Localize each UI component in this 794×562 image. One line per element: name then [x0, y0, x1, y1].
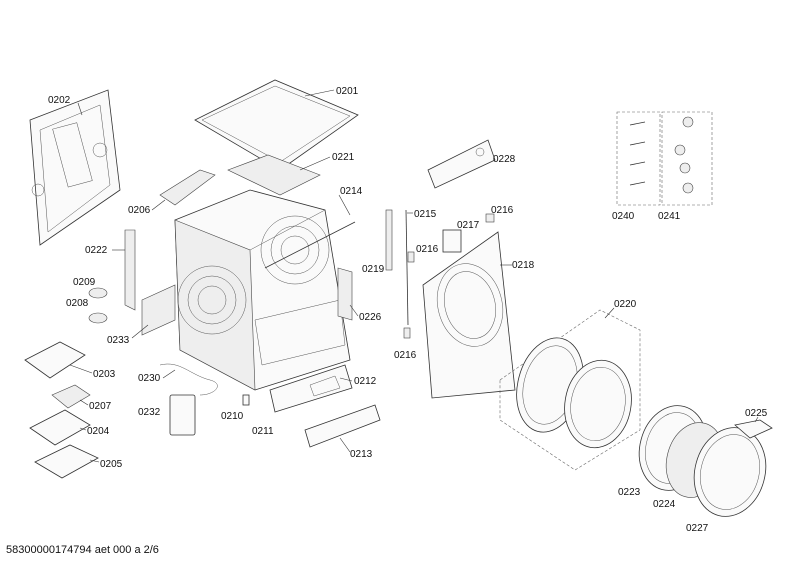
bracket-part[interactable] [159, 169, 216, 206]
control-frame-part[interactable] [269, 364, 353, 413]
top-cover-part[interactable] [194, 79, 359, 171]
label-0209: 0209 [73, 277, 96, 288]
sensor-part[interactable] [385, 209, 393, 271]
foam-pad-part[interactable] [141, 284, 176, 336]
label-0241: 0241 [658, 211, 681, 222]
label-0240: 0240 [612, 211, 635, 222]
side-foam-part[interactable] [337, 267, 353, 321]
label-0224: 0224 [653, 499, 676, 510]
door-handle-part[interactable] [734, 419, 773, 439]
label-0221: 0221 [332, 152, 355, 163]
label-0205: 0205 [100, 459, 123, 470]
label-0210: 0210 [221, 411, 244, 422]
label-0212: 0212 [354, 376, 377, 387]
control-panel-part[interactable] [427, 139, 496, 189]
label-0218: 0218 [512, 260, 535, 271]
fitting-kit-outline [661, 111, 713, 206]
label-0207: 0207 [89, 401, 112, 412]
label-0216-bottom: 0216 [394, 350, 417, 361]
document-id: 58300000174794 aet 000 a 2/6 [6, 544, 159, 556]
module-base-part[interactable] [29, 409, 91, 446]
rod-part[interactable] [405, 209, 409, 326]
label-0232: 0232 [138, 407, 161, 418]
label-0214: 0214 [340, 186, 363, 197]
module-cover-part[interactable] [34, 444, 99, 479]
interference-filter-part[interactable] [169, 394, 196, 436]
label-0216-mid: 0216 [416, 244, 439, 255]
label-0230: 0230 [138, 373, 161, 384]
hose-clip-part[interactable] [88, 287, 108, 299]
label-0219: 0219 [362, 264, 385, 275]
insulation-mat-part[interactable] [227, 154, 321, 196]
label-0228: 0228 [493, 154, 516, 165]
label-0226: 0226 [359, 312, 382, 323]
label-0203: 0203 [93, 369, 116, 380]
label-0222: 0222 [85, 245, 108, 256]
fascia-panel-part[interactable] [304, 404, 381, 448]
screw-kit-outline [616, 111, 661, 206]
screw-kit-part[interactable] [629, 121, 646, 186]
door-ring-part[interactable] [507, 330, 638, 453]
label-0217: 0217 [457, 220, 480, 231]
label-0201: 0201 [336, 86, 359, 97]
circuit-board-part[interactable] [51, 384, 91, 409]
door-outer-ring-part[interactable] [685, 419, 776, 524]
mains-cable-part[interactable] [159, 363, 218, 396]
label-0233: 0233 [107, 335, 130, 346]
clip-part-lower[interactable] [403, 327, 411, 339]
label-0216-top: 0216 [491, 205, 514, 216]
crossbar-part[interactable] [264, 221, 356, 269]
label-0208: 0208 [66, 298, 89, 309]
door-lock-part[interactable] [442, 229, 462, 253]
label-0215: 0215 [414, 209, 437, 220]
foot-part[interactable] [242, 394, 250, 406]
clip-part[interactable] [407, 251, 415, 263]
fitting-kit-part[interactable] [674, 116, 694, 194]
rear-panel-part[interactable] [29, 89, 121, 246]
hose-connector-part[interactable] [88, 312, 108, 324]
label-0213: 0213 [350, 449, 373, 460]
label-0227: 0227 [686, 523, 709, 534]
front-panel-part[interactable] [422, 231, 516, 399]
cabinet-part[interactable] [174, 189, 351, 391]
label-0202: 0202 [48, 95, 71, 106]
label-0204: 0204 [87, 426, 110, 437]
label-0225: 0225 [745, 408, 768, 419]
label-0206: 0206 [128, 205, 151, 216]
label-0220: 0220 [614, 299, 637, 310]
label-0211: 0211 [252, 426, 274, 437]
lock-clip-part[interactable] [485, 213, 495, 223]
door-assembly-outline [499, 309, 641, 471]
module-housing-part[interactable] [24, 341, 86, 379]
label-0223: 0223 [618, 487, 641, 498]
cable-harness-part[interactable] [124, 229, 136, 311]
